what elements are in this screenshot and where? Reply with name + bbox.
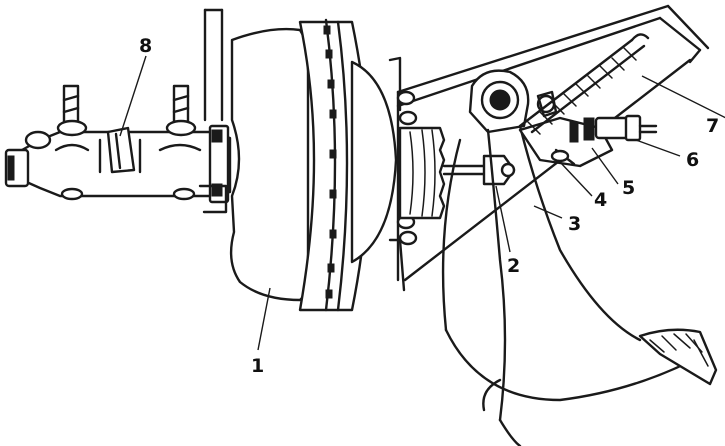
- pedal-bracket: [396, 4, 710, 282]
- callout-2: 2: [507, 255, 520, 277]
- booster-boot-and-pushrod: [398, 126, 516, 220]
- brake-pedal-arm: [441, 69, 718, 446]
- master-cylinder: [4, 84, 232, 214]
- callout-8: 8: [139, 35, 152, 57]
- callout-4: 4: [594, 189, 607, 211]
- callout-5: 5: [622, 177, 635, 199]
- callout-3: 3: [568, 213, 581, 235]
- vacuum-booster: [203, 8, 418, 312]
- leader-lines: [119, 55, 725, 351]
- callout-7: 7: [706, 115, 719, 137]
- stoplight-switch-assembly: [518, 33, 658, 168]
- callout-1: 1: [251, 355, 264, 377]
- callout-6: 6: [686, 149, 699, 171]
